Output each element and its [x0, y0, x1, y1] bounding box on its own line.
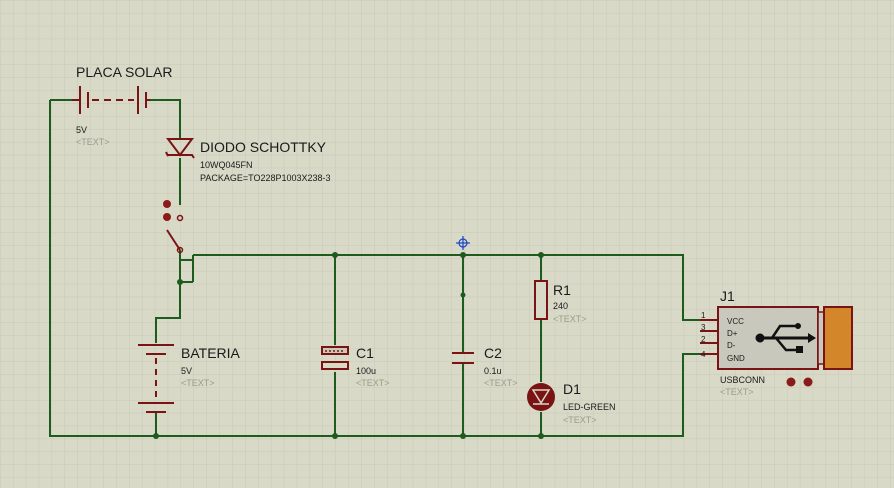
- diode-part: 10WQ045FN: [200, 160, 253, 170]
- d1-name: D1: [563, 381, 581, 397]
- j1-pin-label: D-: [727, 341, 736, 350]
- r1-text: <TEXT>: [553, 314, 587, 324]
- usb-connector-j1[interactable]: J1 1 3 2 4 VCC D+ D- GND: [700, 288, 853, 397]
- solar-panel-name: PLACA SOLAR: [76, 64, 173, 80]
- resistor-r1[interactable]: R1 240 <TEXT>: [534, 280, 587, 324]
- j1-pin-label: GND: [727, 354, 745, 363]
- solar-panel-value: 5V: [76, 125, 87, 135]
- diode-name: DIODO SCHOTTKY: [200, 139, 327, 155]
- solar-panel-text: <TEXT>: [76, 137, 110, 147]
- c1-text: <TEXT>: [356, 378, 390, 388]
- j1-pin-num: 1: [701, 311, 706, 320]
- j1-pin-label: D+: [727, 329, 738, 338]
- diode-schottky[interactable]: DIODO SCHOTTKY 10WQ045FN PACKAGE=TO228P1…: [165, 138, 331, 183]
- resistor-icon: [534, 280, 548, 320]
- capacitor-c1[interactable]: C1 100u <TEXT>: [321, 345, 390, 388]
- led-icon: [527, 383, 555, 411]
- diode-package: PACKAGE=TO228P1003X238-3: [200, 173, 331, 183]
- capacitor-icon: [452, 352, 474, 364]
- battery[interactable]: BATERIA 5V <TEXT>: [138, 344, 241, 413]
- switch-icon: [163, 200, 184, 254]
- junctions: [153, 252, 544, 439]
- c2-text: <TEXT>: [484, 378, 518, 388]
- switch[interactable]: [163, 200, 184, 254]
- r1-value: 240: [553, 301, 568, 311]
- d1-text: <TEXT>: [563, 415, 597, 425]
- c2-value: 0.1u: [484, 366, 502, 376]
- j1-pin-num: 4: [701, 350, 706, 359]
- c1-name: C1: [356, 345, 374, 361]
- solar-panel[interactable]: PLACA SOLAR 5V <TEXT>: [72, 64, 173, 147]
- usb-plug-icon: [817, 306, 853, 370]
- battery-text: <TEXT>: [181, 378, 215, 388]
- usb-symbol-icon: [755, 323, 816, 353]
- capacitor-c2[interactable]: C2 0.1u <TEXT>: [452, 345, 518, 388]
- j1-pin-stubs: [700, 319, 718, 355]
- c1-value: 100u: [356, 366, 376, 376]
- j1-pin-num: 3: [701, 323, 706, 332]
- origin-marker-icon: [456, 236, 470, 250]
- solar-cell-icon: [72, 86, 150, 114]
- j1-mount-dot: [803, 377, 813, 387]
- j1-pin-label: VCC: [727, 317, 744, 326]
- electrolytic-capacitor-icon: [321, 346, 349, 370]
- d1-value: LED-GREEN: [563, 402, 616, 412]
- battery-name: BATERIA: [181, 345, 241, 361]
- j1-text: <TEXT>: [720, 387, 754, 397]
- r1-name: R1: [553, 282, 571, 298]
- j1-part: USBCONN: [720, 375, 765, 385]
- j1-pin-num: 2: [701, 335, 706, 344]
- j1-name: J1: [720, 288, 735, 304]
- j1-mount-dot: [786, 377, 796, 387]
- led-d1[interactable]: D1 LED-GREEN <TEXT>: [527, 381, 616, 425]
- battery-value: 5V: [181, 366, 192, 376]
- battery-icon: [138, 344, 174, 413]
- schottky-diode-icon: [165, 138, 195, 159]
- c2-name: C2: [484, 345, 502, 361]
